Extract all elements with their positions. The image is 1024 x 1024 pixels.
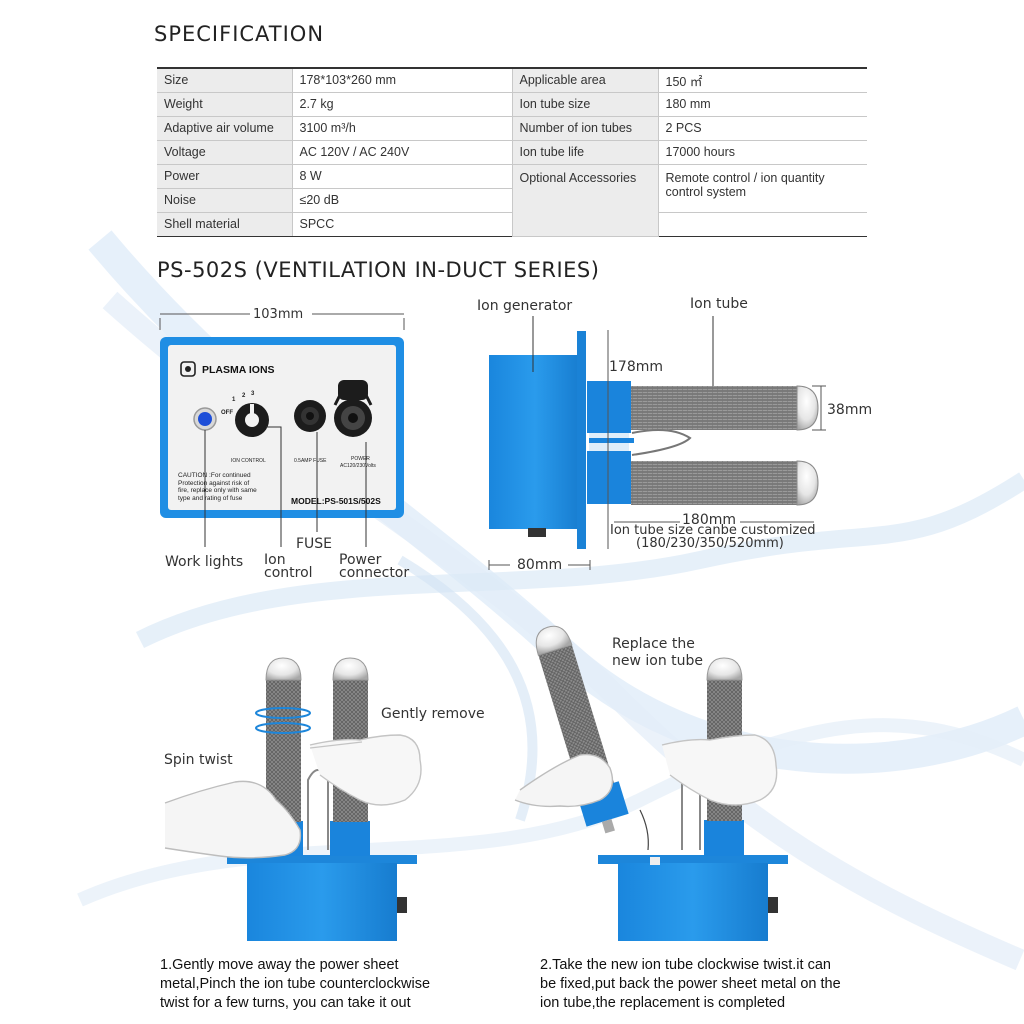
callout-ion-control-1: Ion (264, 552, 286, 568)
switch-pos-3: 3 (251, 391, 255, 397)
table-row: Weight 2.7 kg Ion tube size 180 mm (157, 92, 867, 117)
spec-value: 178*103*260 mm (291, 67, 512, 93)
spec-value: ≤20 dB (291, 188, 512, 213)
spec-label: Ion tube size (511, 92, 658, 117)
label-ion-tube: Ion tube (690, 296, 748, 312)
switch-pos-2: 2 (242, 393, 246, 399)
panel-brand: PLASMA IONS (202, 364, 275, 376)
callout-fuse: FUSE (296, 536, 333, 552)
switch-pos-1: 1 (232, 397, 236, 403)
caution-text: CAUTION :For continued Protection agains… (178, 472, 257, 502)
spec-value: 3100 m³/h (291, 116, 512, 141)
custom-size-note: Ion tube size canbe customized (610, 523, 816, 538)
spec-label: Size (157, 67, 292, 93)
specification-title: SPECIFICATION (154, 22, 325, 46)
spec-value: 2 PCS (657, 116, 867, 141)
custom-size-list: (180/230/350/520mm) (636, 536, 784, 551)
label-spin-twist: Spin twist (164, 752, 233, 768)
spec-label: Ion tube life (511, 140, 658, 165)
ion-control-panel-label: ION CONTROL (231, 458, 266, 464)
ion-tube-upper (631, 386, 797, 430)
label-replace-1: Replace the (612, 636, 695, 652)
spec-label: Number of ion tubes (511, 116, 658, 141)
label-gently-remove: Gently remove (381, 706, 485, 722)
callout-power-1: Power (339, 552, 382, 568)
dim-length: 180mm (682, 512, 736, 528)
dim-height: 178mm (609, 359, 663, 375)
power-panel-label-2: AC120/230Volts (340, 463, 376, 469)
spec-label: Weight (157, 92, 292, 117)
spec-label: Noise (157, 188, 292, 213)
step-2-text: 2.Take the new ion tube clockwise twist.… (540, 957, 841, 1011)
spec-table: Size 178*103*260 mm Applicable area 150 … (157, 67, 867, 237)
model-title: PS-502S (VENTILATION IN-DUCT SERIES) (157, 258, 600, 282)
table-row: Shell material SPCC (157, 212, 867, 237)
power-connector-cap-icon (338, 380, 368, 400)
ion-tube-lower (631, 461, 797, 505)
spec-label: Power (157, 164, 292, 189)
dim-depth: 80mm (517, 557, 563, 573)
table-row: Voltage AC 120V / AC 240V Ion tube life … (157, 140, 867, 165)
spec-empty-cell (657, 212, 867, 237)
spec-value: 8 W (291, 164, 512, 189)
callout-ion-control-2: control (264, 565, 313, 581)
panel-width-dimension: 103mm (253, 307, 304, 322)
table-row: Power 8 W Optional Accessories Remote co… (157, 164, 867, 237)
fuse-panel-label: 0.5AMP FUSE (294, 458, 327, 464)
base-box-left (247, 863, 397, 941)
spec-value: 2.7 kg (291, 92, 512, 117)
table-row: Size 178*103*260 mm Applicable area 150 … (157, 67, 867, 93)
spec-value: SPCC (291, 212, 512, 237)
spec-value: 180 mm (657, 92, 867, 117)
power-panel-label-1: POWER (351, 456, 370, 462)
spec-label: Optional Accessories (511, 164, 658, 237)
spec-label: Voltage (157, 140, 292, 165)
callout-work-lights: Work lights (165, 554, 244, 570)
spec-value: AC 120V / AC 240V (291, 140, 512, 165)
label-ion-generator: Ion generator (477, 298, 573, 314)
panel-model-label: MODEL:PS-501S/502S (291, 496, 381, 506)
switch-pos-off: OFF (221, 410, 233, 416)
spec-value: 17000 hours (657, 140, 867, 165)
base-box-right (618, 863, 768, 941)
spec-label: Adaptive air volume (157, 116, 292, 141)
table-row: Adaptive air volume 3100 m³/h Number of … (157, 116, 867, 141)
label-replace-2: new ion tube (612, 653, 704, 669)
table-row: Noise ≤20 dB (157, 188, 867, 213)
spec-value: 150 ㎡ (657, 67, 867, 93)
ion-generator-body (489, 355, 581, 529)
brand-logo-icon (180, 361, 196, 377)
spec-label: Applicable area (511, 67, 658, 93)
step-1-text: 1.Gently move away the power sheet metal… (160, 957, 431, 1011)
dim-diameter: 38mm (827, 402, 873, 418)
callout-power-2: connector (339, 565, 410, 581)
spec-value: Remote control / ion quantity control sy… (657, 164, 867, 213)
spec-label: Shell material (157, 212, 292, 237)
